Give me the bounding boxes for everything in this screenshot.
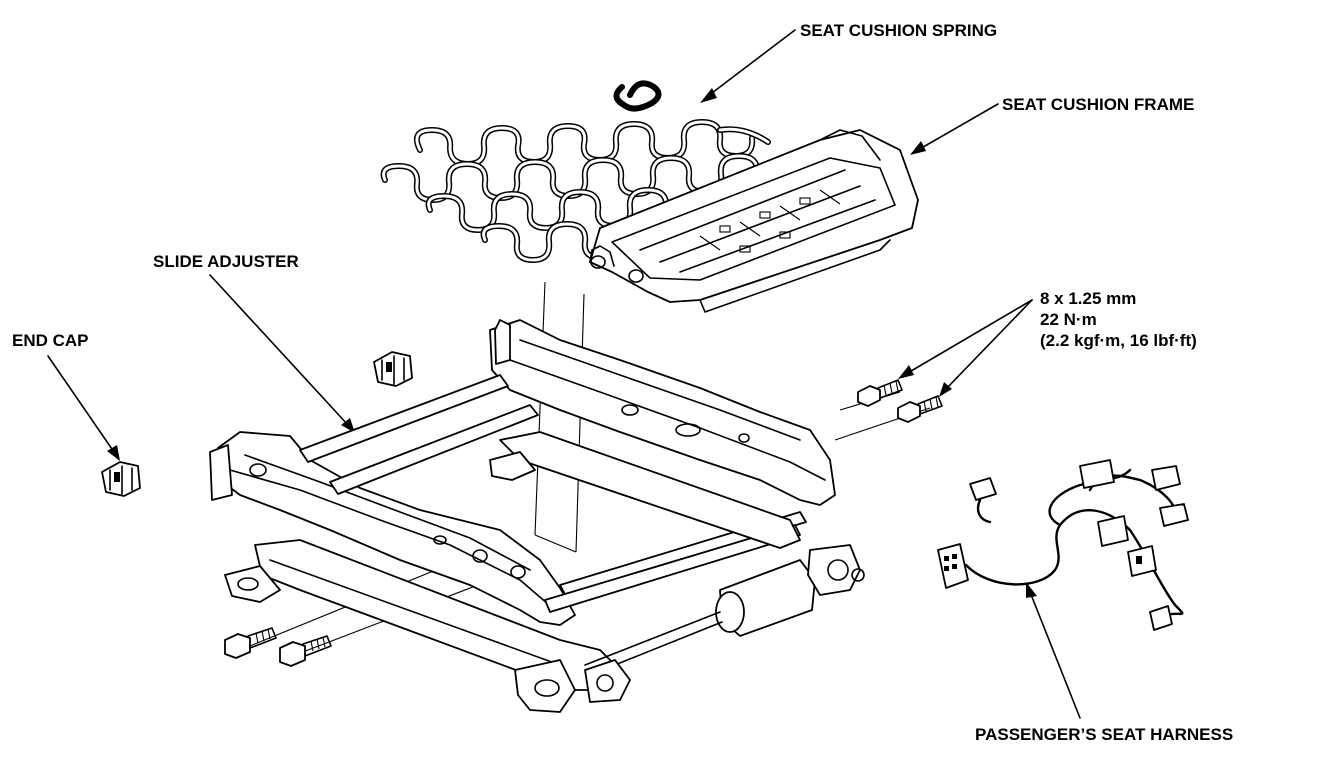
slide-adjuster (209, 319, 865, 713)
label-passenger-seat-harness: PASSENGER’S SEAT HARNESS (975, 725, 1233, 744)
seat-cushion-frame (589, 129, 919, 313)
bolt-1 (857, 379, 903, 407)
label-torque-nm: 22 N·m (1040, 310, 1097, 329)
label-end-cap: END CAP (12, 331, 89, 350)
bolt-2 (897, 395, 943, 423)
end-cap-upper (373, 351, 413, 387)
label-bolt-size: 8 x 1.25 mm (1040, 289, 1136, 308)
label-seat-cushion-spring: SEAT CUSHION SPRING (800, 21, 997, 40)
end-cap-lower (101, 461, 141, 497)
label-slide-adjuster: SLIDE ADJUSTER (153, 252, 299, 271)
label-torque-alt: (2.2 kgf·m, 16 lbf·ft) (1040, 331, 1197, 350)
passenger-seat-harness (937, 459, 1189, 631)
label-seat-cushion-frame: SEAT CUSHION FRAME (1002, 95, 1194, 114)
bolt-4 (279, 635, 332, 667)
leader-arrows (47, 29, 1081, 719)
bolt-3 (224, 627, 277, 659)
